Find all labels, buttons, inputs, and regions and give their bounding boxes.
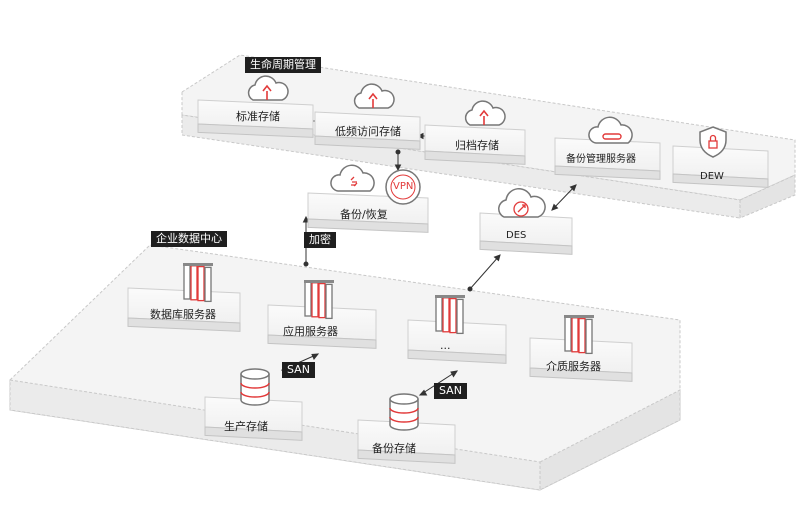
label-media-server: 介质服务器 xyxy=(546,360,601,373)
database-icons xyxy=(240,368,419,431)
box-backup-mgmt-server xyxy=(554,137,661,180)
label-infrequent-storage: 低频访问存储 xyxy=(335,125,401,138)
vpn-icon xyxy=(385,169,421,205)
link-datacenter-des xyxy=(469,254,501,290)
vpn-text: VPN xyxy=(393,181,414,192)
label-backup-restore: 备份/恢复 xyxy=(340,208,388,221)
server-rack-icon xyxy=(564,315,594,355)
zone-label-datacenter: 企业数据中心 xyxy=(151,231,227,247)
label-app-server: 应用服务器 xyxy=(283,325,338,338)
server-rack-icon xyxy=(183,263,213,303)
label-backup-mgmt-server: 备份管理服务器 xyxy=(566,154,636,165)
label-archive-storage: 归档存储 xyxy=(455,139,499,152)
cloud-server-icon xyxy=(588,116,633,144)
label-production-storage: 生产存储 xyxy=(224,420,268,433)
label-backup-storage: 备份存储 xyxy=(372,442,416,455)
server-rack-icon xyxy=(304,280,334,320)
icons xyxy=(247,75,727,218)
cloud-upload-icon xyxy=(247,75,289,101)
box-ellipsis xyxy=(407,319,507,364)
box-archive-storage xyxy=(424,124,526,165)
box-production-storage xyxy=(204,396,303,441)
zone-label-lifecycle: 生命周期管理 xyxy=(245,57,321,73)
box-app-server xyxy=(267,304,377,349)
san-tag-left: SAN xyxy=(282,362,315,378)
database-icon xyxy=(240,368,270,406)
cloud-upload-icon xyxy=(464,100,506,126)
box-media-server xyxy=(529,337,633,382)
box-infrequent-storage xyxy=(314,111,421,150)
server-rack-icon xyxy=(435,295,465,335)
box-des xyxy=(479,212,573,255)
box-dew xyxy=(672,145,769,188)
component-boxes xyxy=(127,99,769,464)
server-racks xyxy=(183,263,594,355)
cloud-sync-icon xyxy=(330,164,375,192)
label-dew: DEW xyxy=(700,171,724,182)
cloud-transfer-icon xyxy=(498,188,546,218)
encrypt-tag: 加密 xyxy=(304,232,336,248)
database-icon xyxy=(389,393,419,431)
shield-lock-icon xyxy=(699,126,727,158)
cloud-upload-icon xyxy=(353,83,395,109)
label-standard-storage: 标准存储 xyxy=(236,110,280,123)
label-ellipsis: ... xyxy=(440,339,451,352)
label-des: DES xyxy=(506,230,527,241)
box-standard-storage xyxy=(197,99,314,138)
san-tag-right: SAN xyxy=(434,383,467,399)
label-db-server: 数据库服务器 xyxy=(150,308,216,321)
box-backup-storage xyxy=(357,419,456,464)
